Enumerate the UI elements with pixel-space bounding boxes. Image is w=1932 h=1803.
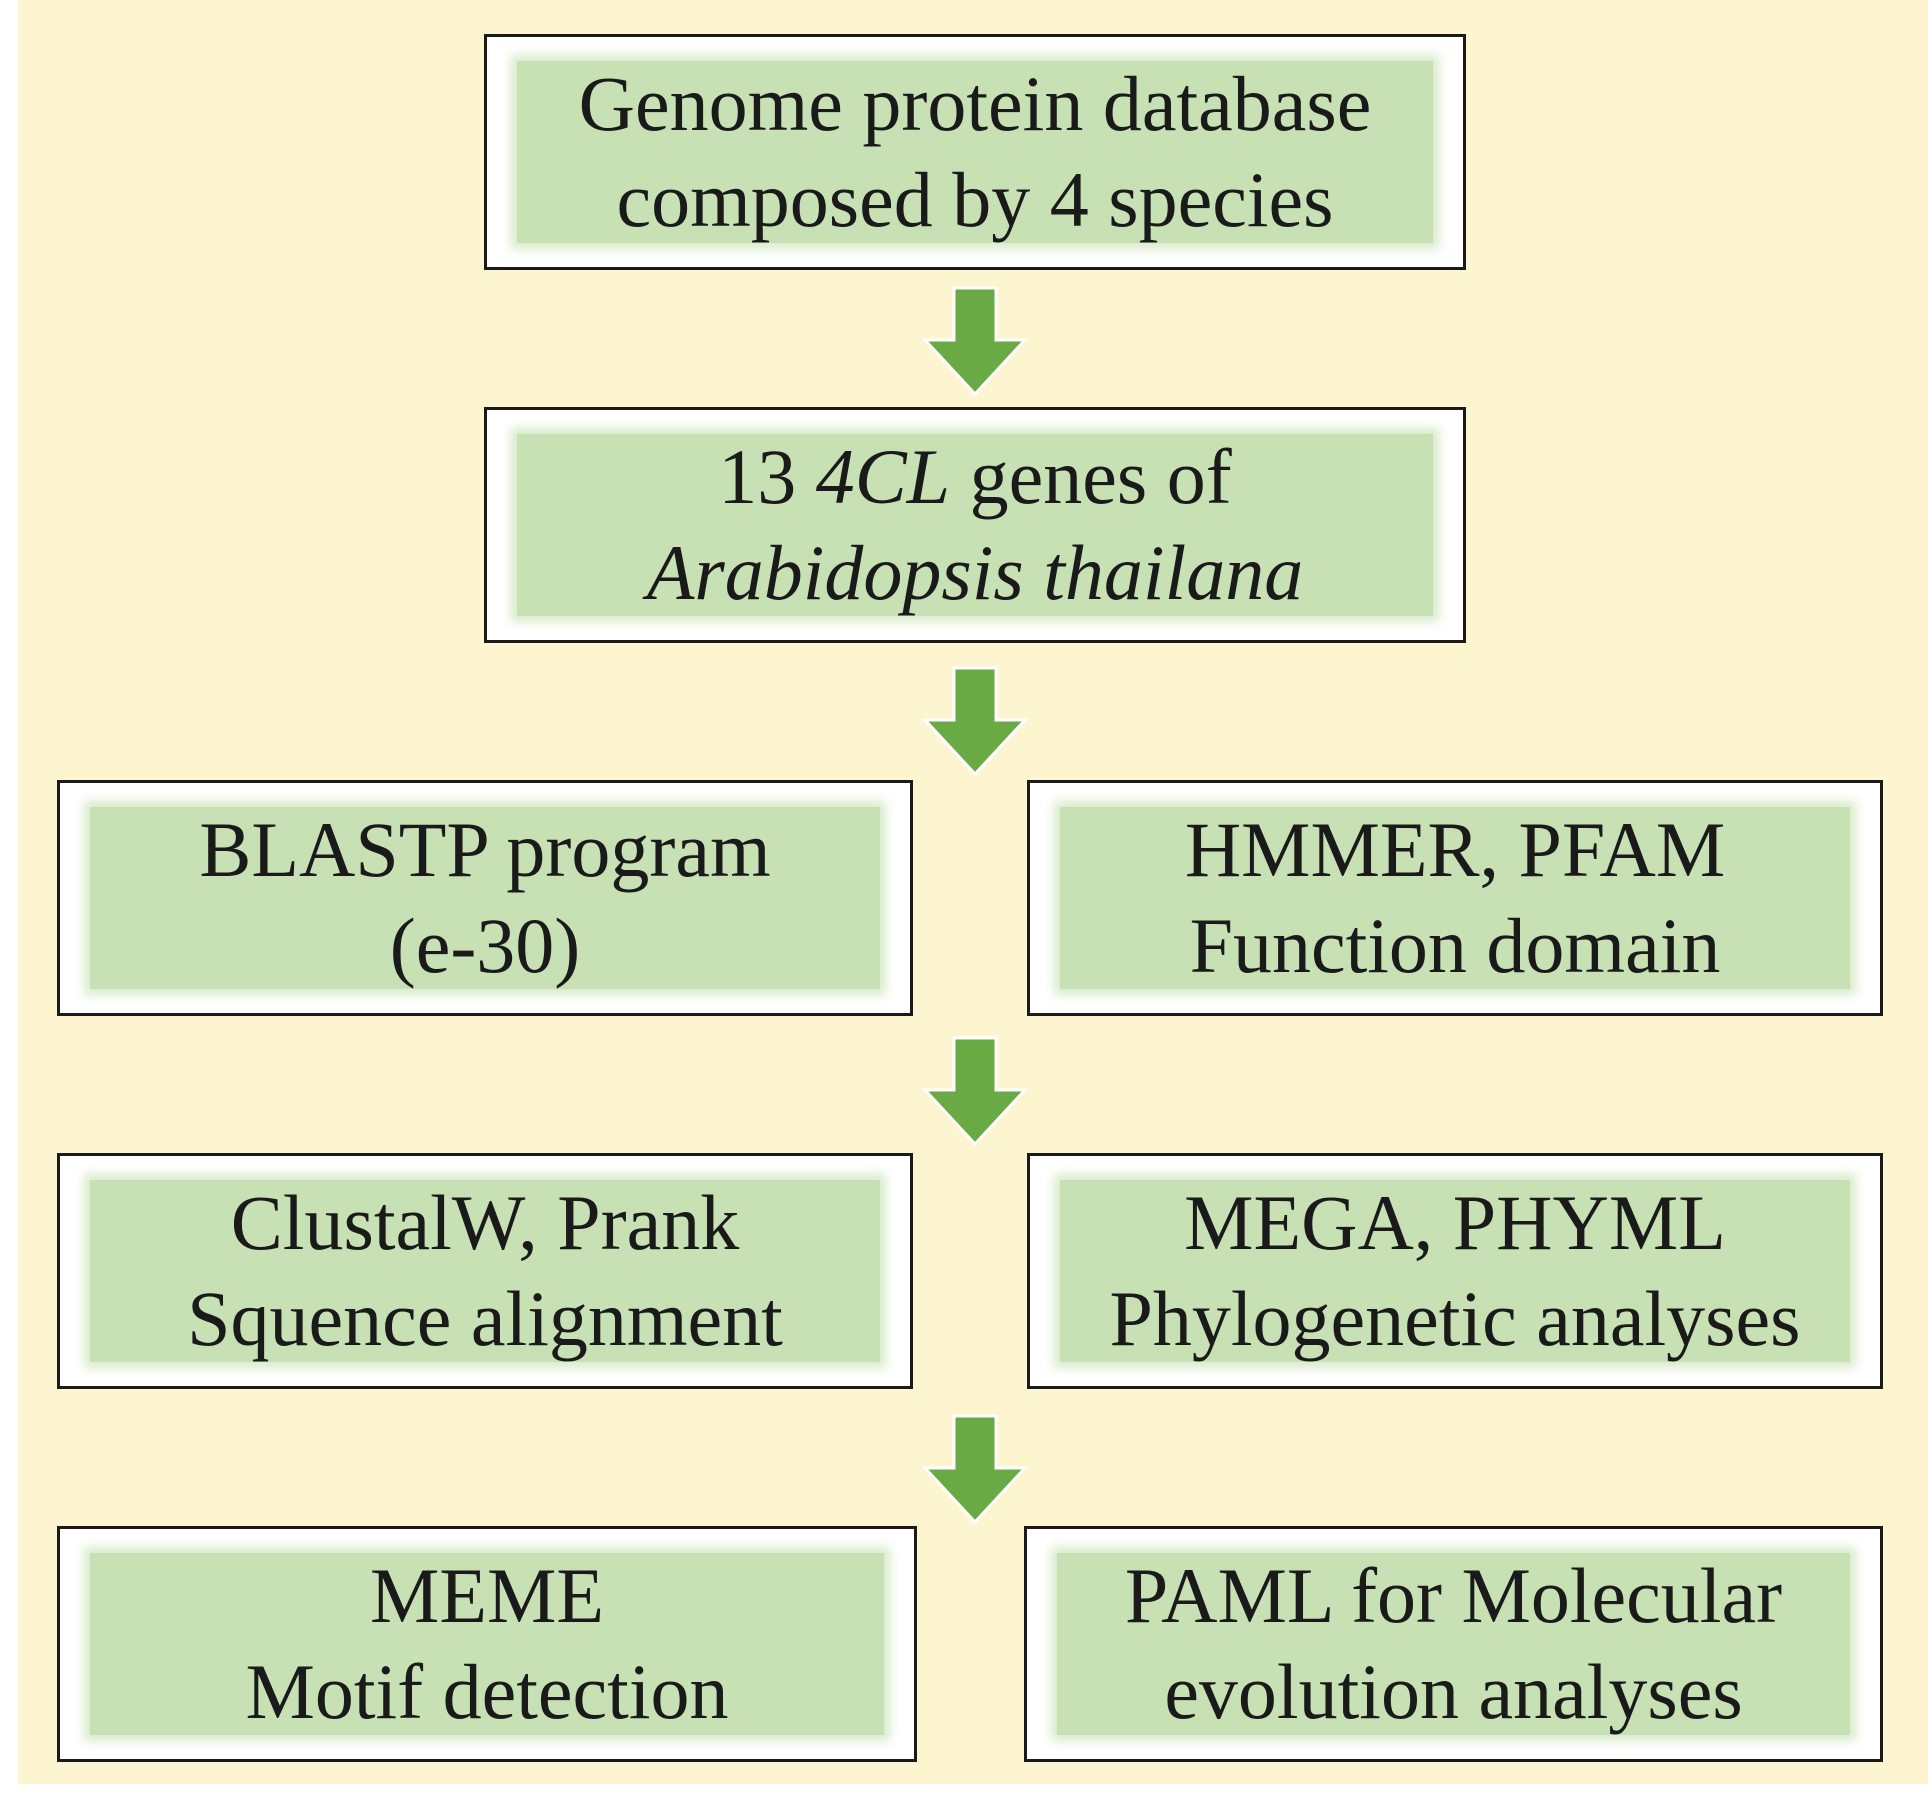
node-fill: BLASTP program (e-30) <box>90 806 880 989</box>
node-fill: PAML for Molecular evolution analyses <box>1057 1552 1850 1735</box>
species-name: Arabidopsis thailana <box>646 529 1304 616</box>
node-mega-phyml: MEGA, PHYML Phylogenetic analyses <box>1027 1153 1883 1389</box>
gene-name: 4CL <box>815 433 951 520</box>
node-text-line2: (e-30) <box>389 902 581 989</box>
node-fill: Genome protein database composed by 4 sp… <box>517 60 1433 243</box>
node-text-line2: Motif detection <box>245 1648 729 1735</box>
down-arrow-icon <box>921 1036 1029 1147</box>
node-text-line1: ClustalW, Prank <box>230 1179 740 1266</box>
node-fill: HMMER, PFAM Function domain <box>1060 806 1850 989</box>
node-4cl-genes: 13 4CL genes of Arabidopsis thailana <box>484 407 1466 643</box>
node-fill: 13 4CL genes of Arabidopsis thailana <box>517 433 1433 616</box>
node-text-line1: HMMER, PFAM <box>1184 806 1726 893</box>
node-paml: PAML for Molecular evolution analyses <box>1024 1526 1883 1762</box>
node-fill: ClustalW, Prank Squence alignment <box>90 1179 880 1362</box>
gene-count: 13 <box>718 433 797 520</box>
down-arrow-icon <box>921 1414 1029 1525</box>
node-text-line1: PAML for Molecular <box>1124 1552 1783 1639</box>
node-text-line1: Genome protein database <box>578 60 1372 147</box>
node-text-line2: Function domain <box>1189 902 1721 989</box>
node-text-line1: 13 4CL genes of <box>718 429 1231 525</box>
node-fill: MEGA, PHYML Phylogenetic analyses <box>1060 1179 1850 1362</box>
node-fill: MEME Motif detection <box>90 1552 884 1735</box>
node-clustalw-prank: ClustalW, Prank Squence alignment <box>57 1153 913 1389</box>
down-arrow-icon <box>921 666 1029 777</box>
node-text-line1: MEGA, PHYML <box>1184 1179 1726 1266</box>
node-text-line2: composed by 4 species <box>616 156 1334 243</box>
gene-suffix: genes of <box>969 433 1232 520</box>
node-text-line2: Squence alignment <box>187 1275 783 1362</box>
node-genome-database: Genome protein database composed by 4 sp… <box>484 34 1466 270</box>
node-blastp: BLASTP program (e-30) <box>57 780 913 1016</box>
node-text-line2: Phylogenetic analyses <box>1109 1275 1801 1362</box>
node-text-line1: MEME <box>370 1552 604 1639</box>
node-hmmer-pfam: HMMER, PFAM Function domain <box>1027 780 1883 1016</box>
down-arrow-icon <box>921 286 1029 397</box>
node-text-line2: evolution analyses <box>1164 1648 1743 1735</box>
node-meme: MEME Motif detection <box>57 1526 917 1762</box>
node-text-line1: BLASTP program <box>199 806 771 893</box>
